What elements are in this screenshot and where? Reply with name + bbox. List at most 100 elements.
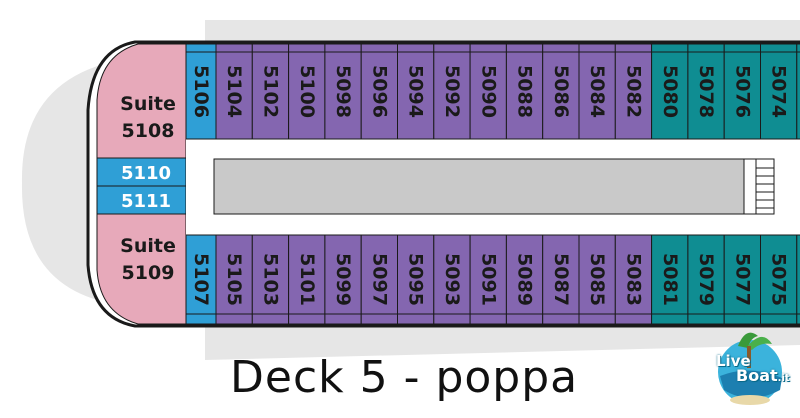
cabin-5094-label: 5094 [405, 65, 427, 118]
liveboat-logo-icon: Live Boat.it [702, 318, 794, 410]
cabin-5098-label: 5098 [332, 65, 354, 118]
cabin-5073-box [796, 234, 800, 325]
cabin-5081-label: 5081 [659, 253, 681, 306]
cabin-5097-label: 5097 [368, 253, 390, 306]
cabin-5075-label: 5075 [768, 253, 790, 306]
cabin-5072-balcony [796, 43, 800, 53]
cabin-5098-balcony [324, 43, 362, 53]
cabin-5090: 5090 [469, 43, 507, 140]
cabin-5077: 5077 [723, 234, 762, 325]
cabin-5085: 5085 [578, 234, 616, 325]
cabin-5088: 5088 [505, 43, 544, 140]
cabin-5106-label: 5106 [190, 65, 212, 118]
suite-top-label-line2: 5108 [122, 120, 175, 142]
cabin-5081: 5081 [651, 234, 689, 325]
cabin-5073-balcony [796, 313, 800, 325]
cabin-5102-box [251, 43, 290, 140]
cabin-5096-box [360, 43, 399, 140]
cabin-5076-box [723, 43, 762, 140]
cabin-5093-balcony [433, 313, 471, 325]
cabin-5078-balcony [687, 43, 725, 53]
cabin-5086-balcony [542, 43, 580, 53]
cabin-5092: 5092 [433, 43, 471, 140]
suite-5108-area [96, 43, 187, 159]
cabin-5079-label: 5079 [695, 253, 717, 306]
cabin-5082-label: 5082 [622, 65, 644, 118]
logo-text-live: Live [716, 352, 751, 370]
cabin-5084-balcony [578, 43, 616, 53]
cabin-5103-balcony [251, 313, 290, 325]
cabin-5104: 5104 [215, 43, 253, 140]
cabin-5094-balcony [397, 43, 435, 53]
cabin-5097-balcony [360, 313, 399, 325]
cabin-5076: 5076 [723, 43, 762, 140]
cabin-5096: 5096 [360, 43, 399, 140]
cabin-5076-label: 5076 [731, 65, 753, 118]
cabin-5099-balcony [324, 313, 362, 325]
cabin-5076-balcony [723, 43, 762, 53]
cabin-5100-label: 5100 [296, 65, 318, 118]
cabin-5105-box [215, 234, 253, 325]
cabin-5098: 5098 [324, 43, 362, 140]
cabin-5072: 5072 [796, 43, 800, 140]
cabin-5082-box [614, 43, 653, 140]
cabin-5080-box [651, 43, 689, 140]
cabin-5087-box [542, 234, 580, 325]
cabin-5091-label: 5091 [477, 253, 499, 306]
deck-title: Deck 5 - poppa [230, 352, 579, 403]
cabin-5077-label: 5077 [731, 253, 753, 306]
suite-top-label-line1: Suite [120, 93, 176, 115]
logo-text-boat-word: Boat [736, 366, 778, 385]
cabin-5105: 5105 [215, 234, 253, 325]
cabin-5081-box [651, 234, 689, 325]
logo-text-suffix: .it [777, 373, 790, 384]
cabin-5074-balcony [760, 43, 798, 53]
cabin-5074: 5074 [760, 43, 798, 140]
cabin-5107: 5107 [185, 234, 217, 325]
cabin-5082-balcony [614, 43, 653, 53]
cabin-5079: 5079 [687, 234, 725, 325]
cabin-5075: 5075 [760, 234, 798, 325]
cabin-5074-label: 5074 [768, 65, 790, 118]
cabin-5080-label: 5080 [659, 65, 681, 118]
cabin-5095: 5095 [397, 234, 435, 325]
cabin-5086-label: 5086 [550, 65, 572, 118]
cabin-5074-box [760, 43, 798, 140]
suite-bottom-label-line2: 5109 [122, 262, 175, 284]
cabin-5100-balcony [288, 43, 326, 53]
cabin-5077-box [723, 234, 762, 325]
cabin-5095-label: 5095 [405, 253, 427, 306]
cabin-5096-label: 5096 [368, 65, 390, 118]
cabin-5101: 5101 [288, 234, 326, 325]
logo-text-boat: Boat.it [736, 366, 790, 385]
cabin-5107-label: 5107 [190, 253, 212, 306]
cabin-5099: 5099 [324, 234, 362, 325]
cabin-5088-balcony [505, 43, 544, 53]
cabin-5110-label: 5110 [121, 163, 171, 184]
cabin-5082: 5082 [614, 43, 653, 140]
cabin-5081-balcony [651, 313, 689, 325]
cabin-5097: 5097 [360, 234, 399, 325]
cabin-5100: 5100 [288, 43, 326, 140]
cabin-5091-balcony [469, 313, 507, 325]
cabin-5087: 5087 [542, 234, 580, 325]
cabin-5105-balcony [215, 313, 253, 325]
cabin-5084-box [578, 43, 616, 140]
cabin-5072-box [796, 43, 800, 140]
cabin-5089-box [505, 234, 544, 325]
cabin-5091-box [469, 234, 507, 325]
cabin-5103-label: 5103 [259, 253, 281, 306]
suite-bottom-label-line1: Suite [120, 235, 176, 257]
central-block [213, 158, 745, 215]
cabin-5092-label: 5092 [441, 65, 463, 118]
cabin-5093-label: 5093 [441, 253, 463, 306]
cabin-5092-box [433, 43, 471, 140]
stairs-icon [743, 158, 775, 215]
cabin-5093: 5093 [433, 234, 471, 325]
cabin-5083-label: 5083 [622, 253, 644, 306]
cabin-5101-label: 5101 [296, 253, 318, 306]
cabin-5092-balcony [433, 43, 471, 53]
